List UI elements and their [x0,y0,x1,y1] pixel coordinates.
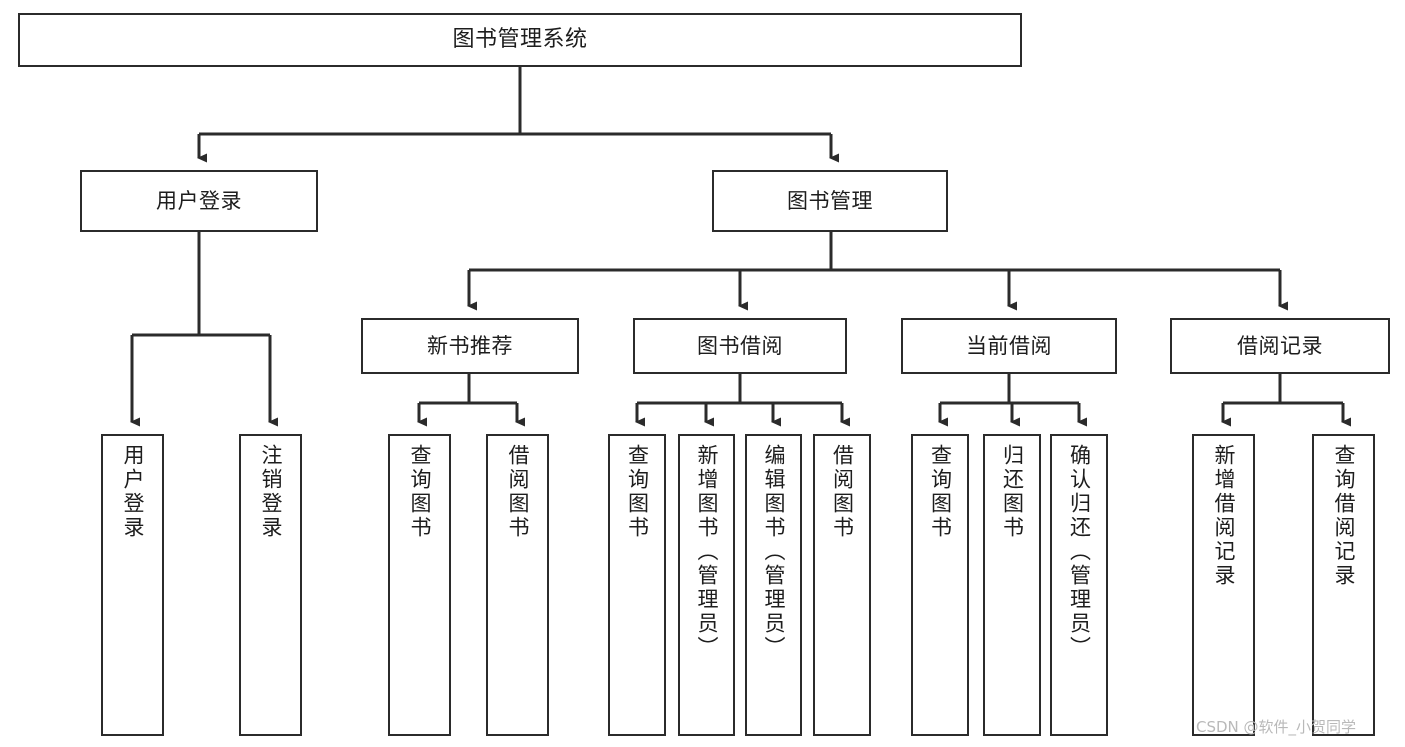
node-user-login-label: 用户登录 [156,188,242,213]
node-leaf-query-book-current-label: 查询图书 [928,444,953,540]
node-borrow-record-label: 借阅记录 [1237,333,1323,358]
node-current-borrow[interactable]: 当前借阅 [901,318,1117,374]
node-book-manage-label: 图书管理 [787,188,873,213]
node-book-manage[interactable]: 图书管理 [712,170,948,232]
node-leaf-user-login-label: 用户登录 [121,444,145,540]
node-leaf-borrow-book-rec-label: 借阅图书 [506,444,530,540]
node-leaf-query-record[interactable]: 查询借阅记录 [1312,434,1375,736]
node-leaf-edit-book[interactable]: 编辑图书（管理员） [745,434,802,736]
node-leaf-query-book-rec[interactable]: 查询图书 [388,434,451,736]
node-new-book-rec[interactable]: 新书推荐 [361,318,579,374]
node-book-borrow-label: 图书借阅 [697,333,783,358]
node-leaf-confirm-return-label: 确认归还（管理员） [1067,444,1092,660]
node-leaf-borrow-book-rec[interactable]: 借阅图书 [486,434,549,736]
node-leaf-query-book-borrow[interactable]: 查询图书 [608,434,666,736]
node-leaf-user-logout[interactable]: 注销登录 [239,434,302,736]
node-leaf-return-book[interactable]: 归还图书 [983,434,1041,736]
node-leaf-return-book-label: 归还图书 [1000,444,1025,540]
node-root[interactable]: 图书管理系统 [18,13,1022,67]
node-leaf-user-login[interactable]: 用户登录 [101,434,164,736]
node-leaf-borrow-book-label: 借阅图书 [830,444,855,540]
node-book-borrow[interactable]: 图书借阅 [633,318,847,374]
node-leaf-user-logout-label: 注销登录 [259,444,283,540]
node-root-label: 图书管理系统 [452,27,588,53]
node-leaf-add-book-label: 新增图书（管理员） [695,444,719,660]
node-leaf-query-book-borrow-label: 查询图书 [625,444,650,540]
node-new-book-rec-label: 新书推荐 [427,333,513,358]
node-leaf-query-book-current[interactable]: 查询图书 [911,434,969,736]
node-leaf-query-book-rec-label: 查询图书 [408,444,432,540]
node-leaf-query-record-label: 查询借阅记录 [1332,444,1356,588]
node-current-borrow-label: 当前借阅 [966,333,1052,358]
node-leaf-edit-book-label: 编辑图书（管理员） [762,444,786,660]
node-leaf-borrow-book[interactable]: 借阅图书 [813,434,871,736]
node-leaf-add-record-label: 新增借阅记录 [1212,444,1236,588]
node-user-login[interactable]: 用户登录 [80,170,318,232]
node-borrow-record[interactable]: 借阅记录 [1170,318,1390,374]
node-leaf-add-book[interactable]: 新增图书（管理员） [678,434,735,736]
node-leaf-confirm-return[interactable]: 确认归还（管理员） [1050,434,1108,736]
node-leaf-add-record[interactable]: 新增借阅记录 [1192,434,1255,736]
